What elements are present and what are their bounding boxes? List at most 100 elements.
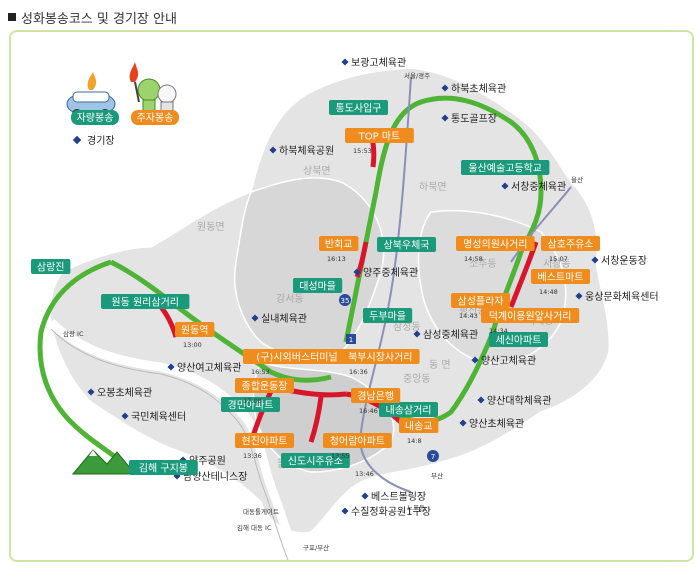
runner-stop-name: 경남은행	[357, 390, 394, 403]
venue-label: 양주공원	[189, 455, 226, 467]
venue-marker-icon	[341, 507, 349, 515]
car-stop-label: 김해 구지봉	[129, 460, 198, 475]
mulgeum-ic-label: 김해 대동 IC	[237, 523, 272, 532]
venue-item: 양주중체육관	[353, 267, 418, 279]
venue-marker-icon	[361, 492, 369, 500]
venue-marker-icon	[477, 396, 485, 404]
runner-stop-name: 북부시장사거리	[348, 352, 412, 364]
district-label: 상북면	[303, 165, 331, 177]
runner-stop-name: 청어람아파트	[330, 435, 385, 448]
venue-item: 하북초체육관	[441, 82, 506, 95]
venue-label: 서창중체육관	[511, 181, 566, 193]
car-stop-label: 내송삼거리	[379, 402, 438, 417]
car-stop-name: 울산예술고등학교	[468, 163, 542, 175]
venue-label: 남양산테니스장	[183, 471, 247, 483]
runner-stop-label: 청어람아파트 13:55	[323, 433, 392, 460]
car-stop-name: 상북우체국	[384, 240, 430, 252]
car-stop-name: 두부마을	[369, 311, 406, 323]
runner-stop-name: 삼성플라자	[458, 296, 504, 308]
runner-stop-name: 내송교	[405, 421, 433, 433]
runner-stop-name: 덕계이용원앞사거리	[489, 311, 572, 323]
venue-marker-icon	[269, 146, 277, 154]
car-stop-label: 경민아파트	[221, 397, 280, 412]
car-stop-label: 세신아파트	[489, 332, 548, 347]
venue-marker-icon	[441, 84, 449, 92]
bullet-square-icon	[8, 13, 16, 21]
runner-stop-time: 16:53	[251, 368, 270, 376]
runner-stop-name: 명성의원사거리	[463, 239, 527, 251]
venue-item: 보광고체육관	[341, 57, 406, 69]
runner-stop-time: 13:46	[355, 470, 374, 478]
legend-car-label: 자량봉송	[77, 112, 114, 124]
runner-stop-time: 13:00	[183, 341, 202, 349]
legend-runner-label: 주자봉송	[137, 112, 174, 124]
venue-marker-icon	[591, 256, 599, 264]
car-stop-name: 신도시주유소	[288, 456, 343, 468]
runner-stop-time: 17:00	[243, 397, 262, 405]
venue-item: 양산대학체육관	[477, 395, 551, 407]
venue-label: 양산초체육관	[469, 418, 524, 430]
runner-stop-time: 14:34	[489, 327, 508, 335]
venue-label: 양주중체육관	[363, 267, 418, 279]
runner-stop-name: TOP 마트	[358, 131, 401, 143]
venue-marker-icon	[251, 314, 259, 322]
venue-item: 베스트볼링장	[361, 491, 426, 503]
runner-stop-time: 15:07	[549, 255, 568, 263]
torch-route-runner	[159, 131, 539, 443]
car-stop-name: 대성마을	[299, 281, 336, 293]
daedong-label: 대동톨게이트	[243, 507, 279, 516]
district-label: 소주동	[469, 258, 497, 270]
svg-text:1: 1	[349, 336, 353, 344]
district-label: 하북면	[419, 180, 447, 193]
runner-stop-time: 14:8	[407, 437, 422, 445]
runner-stop-label: 북부시장사거리 16:36	[341, 349, 420, 376]
venue-item: 삼성중체육관	[413, 329, 478, 341]
runner-stop-time: 13:36	[243, 452, 262, 460]
car-stop-name: 경민아파트	[228, 399, 274, 412]
route-shield-1: 1	[346, 334, 356, 344]
page-header: 성화봉송코스 및 경기장 안내	[8, 6, 177, 28]
legend-runner: 주자봉송	[131, 110, 179, 125]
venue-item: 실내체육관	[251, 313, 307, 325]
map-frame: 자량봉송 주자봉송 경기장 상북면하북면원동면소주동서창동강서동삼성동평산동덕계…	[9, 30, 694, 562]
venue-label: 하북초체육관	[451, 82, 506, 95]
venue-item: 양산초체육관	[459, 418, 524, 430]
venue-marker-icon	[341, 58, 349, 66]
runner-stop-label: 덕계이용원앞사거리 14:34	[481, 308, 580, 335]
car-stop-label: 대성마을	[293, 278, 343, 293]
venue-item: 오봉초체육관	[87, 387, 152, 399]
car-stop-label: 통도사입구	[329, 100, 388, 115]
car-stop-name: 삼랑진	[37, 262, 65, 274]
gupo-label: 구포/부산	[303, 543, 329, 552]
car-stop-label: 두부마을	[363, 308, 413, 323]
runner-stop-name: 반회교	[325, 239, 353, 251]
car-stop-label: 울산예술고등학교	[461, 160, 550, 175]
north-road-label: 서울/경주	[404, 71, 430, 80]
venue-item: 양산여고체육관	[167, 362, 241, 374]
venue-marker-icon	[121, 412, 129, 420]
svg-text:35: 35	[341, 297, 350, 305]
runner-stop-time: 13:55	[331, 452, 350, 460]
venue-marker-icon	[501, 182, 509, 190]
district-label: 동 면	[429, 359, 451, 371]
busan-label: 부산	[431, 471, 443, 480]
runner-stop-time: 16:36	[349, 368, 368, 376]
venue-label: 삼성중체육관	[423, 329, 478, 341]
venue-item: 서창중체육관	[501, 181, 566, 193]
nakdong-river-edge	[50, 328, 289, 560]
runner-stop-name: (구)시외버스터미널	[256, 352, 337, 364]
car-stop-label: 상북우체국	[377, 237, 436, 252]
map-small-labels: 서울/경주 울산 부산 노포동 대동톨게이트 김해 대동 IC 삼랑 IC 구포…	[63, 71, 583, 552]
venue-item: 통도골프장	[441, 113, 497, 125]
samrang-ic-label: 삼랑 IC	[63, 329, 84, 338]
venue-label: 수질정화공원1구장	[351, 506, 431, 518]
ulsan-label: 울산	[571, 175, 583, 184]
venue-markers: 보광고체육관하북초체육관통도골프장하북체육공원서창중체육관서창운동장양주중체육관…	[87, 57, 659, 518]
venue-marker-icon	[471, 356, 479, 364]
